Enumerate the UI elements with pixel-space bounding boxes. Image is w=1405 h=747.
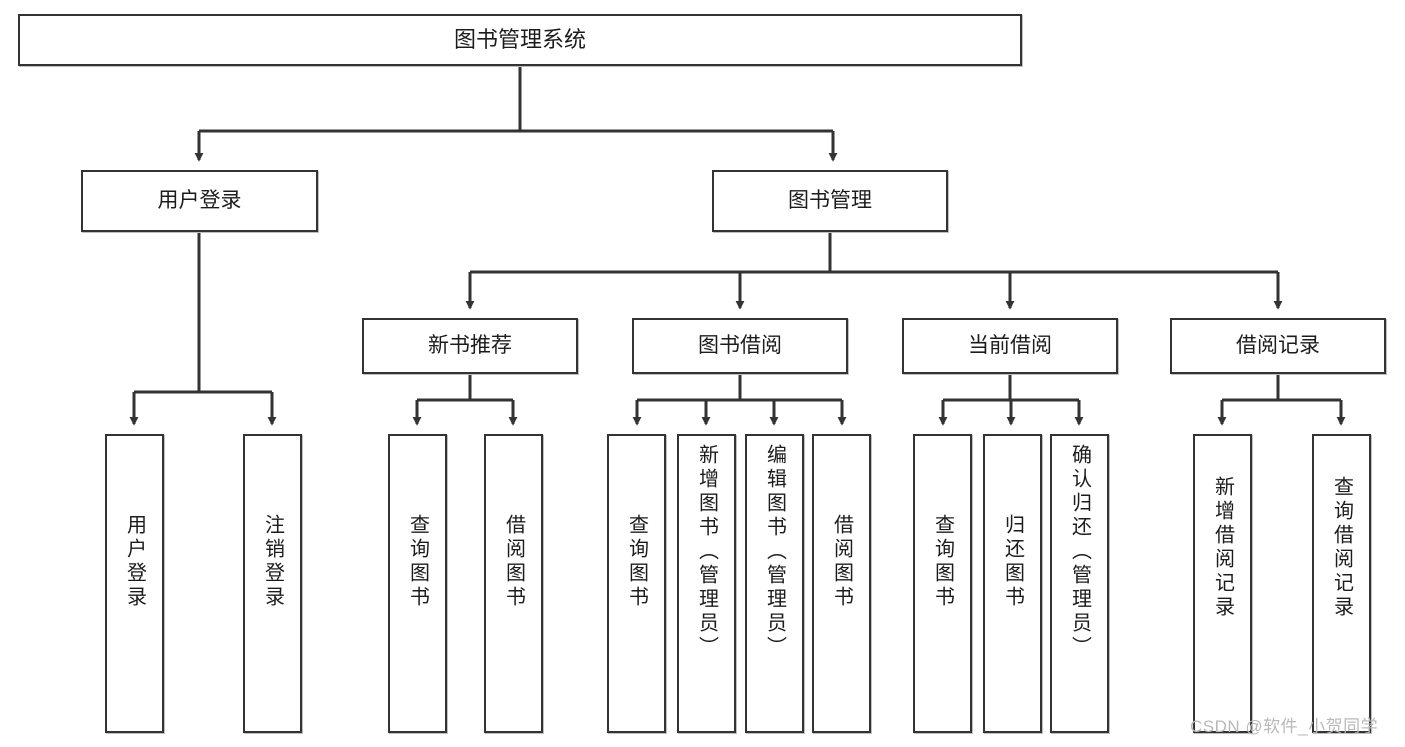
- node-user-login[interactable]: 用户登录: [81, 170, 318, 232]
- node-leaf-query-book-current[interactable]: 查询图书: [913, 434, 972, 733]
- node-leaf-user-login[interactable]: 用户登录: [105, 434, 164, 733]
- node-leaf-edit-book-admin[interactable]: 编辑图书（管理员）: [745, 434, 804, 733]
- node-label: 归还图书: [1001, 514, 1024, 610]
- node-leaf-borrow-book-recommend[interactable]: 借阅图书: [484, 434, 543, 733]
- node-leaf-confirm-return-admin[interactable]: 确认归还（管理员）: [1050, 434, 1109, 733]
- node-leaf-query-book-borrow[interactable]: 查询图书: [607, 434, 666, 733]
- node-label: 新增图书（管理员）: [695, 444, 718, 660]
- node-label: 用户登录: [157, 188, 242, 212]
- node-book-borrowing[interactable]: 图书借阅: [632, 318, 848, 374]
- node-label: 注销登录: [261, 514, 284, 610]
- node-label: 图书借阅: [698, 333, 782, 357]
- node-label: 借阅记录: [1236, 333, 1320, 357]
- node-current-borrowing[interactable]: 当前借阅: [902, 318, 1118, 374]
- node-label: 新增借阅记录: [1211, 476, 1234, 620]
- node-new-book-recommendation[interactable]: 新书推荐: [362, 318, 578, 374]
- node-label: 查询图书: [406, 514, 429, 610]
- node-leaf-logout-login[interactable]: 注销登录: [243, 434, 302, 733]
- node-label: 用户登录: [123, 514, 146, 610]
- node-book-management[interactable]: 图书管理: [712, 170, 948, 232]
- node-label: 编辑图书（管理员）: [763, 444, 786, 660]
- node-label: 新书推荐: [428, 333, 512, 357]
- node-label: 图书管理系统: [453, 27, 586, 53]
- node-label: 借阅图书: [502, 514, 525, 610]
- node-leaf-add-book-admin[interactable]: 新增图书（管理员）: [677, 434, 736, 733]
- node-label: 确认归还（管理员）: [1068, 444, 1091, 660]
- node-root-book-management-system[interactable]: 图书管理系统: [18, 14, 1022, 66]
- node-leaf-query-borrow-record[interactable]: 查询借阅记录: [1312, 434, 1371, 733]
- node-label: 查询图书: [625, 514, 648, 610]
- node-label: 图书管理: [788, 188, 872, 212]
- node-borrowing-record[interactable]: 借阅记录: [1170, 318, 1386, 374]
- node-leaf-query-book-recommend[interactable]: 查询图书: [388, 434, 447, 733]
- node-label: 当前借阅: [968, 333, 1052, 357]
- node-label: 查询图书: [931, 514, 954, 610]
- node-leaf-borrow-book-borrow[interactable]: 借阅图书: [812, 434, 871, 733]
- node-label: 借阅图书: [830, 514, 853, 610]
- node-leaf-add-borrow-record[interactable]: 新增借阅记录: [1193, 434, 1252, 733]
- node-leaf-return-book[interactable]: 归还图书: [983, 434, 1042, 733]
- csdn-watermark: CSDN @软件_小贺同学: [1190, 717, 1379, 736]
- node-label: 查询借阅记录: [1330, 476, 1353, 620]
